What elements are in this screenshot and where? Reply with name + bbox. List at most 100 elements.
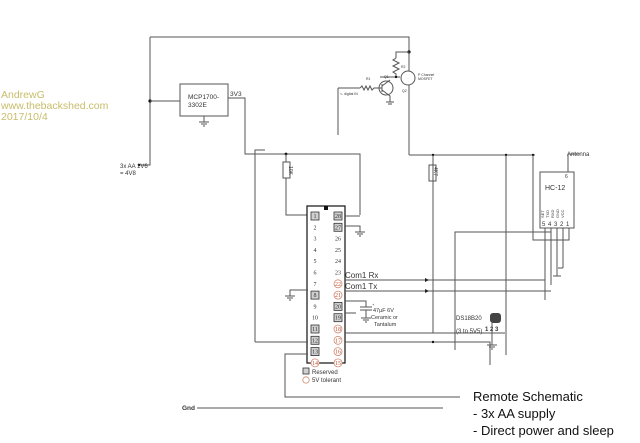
ds18b20-body — [490, 313, 501, 323]
pin1-notch — [324, 206, 328, 210]
svg-text:8: 8 — [314, 293, 317, 299]
antenna-wire — [567, 153, 580, 172]
svg-text:13: 13 — [312, 350, 318, 356]
mosfet-q2 — [400, 70, 416, 86]
svg-text:1: 1 — [314, 214, 317, 220]
svg-text:TXD: TXD — [545, 210, 550, 218]
sensor-range: (3 to 5V5) — [456, 329, 482, 335]
legend-tolerant-icon — [302, 376, 310, 384]
sensor-data-wire — [432, 155, 505, 334]
svg-text:2: 2 — [560, 222, 564, 228]
svg-text:9: 9 — [314, 304, 317, 310]
svg-text:26: 26 — [335, 237, 341, 243]
hc12-pin-numbers: 5 4 3 2 1 — [542, 222, 570, 228]
tx-label: Com1 Tx — [345, 282, 377, 291]
switch-circuit: R2 P Channel MOSFET Q2 Q1 R1 <- digital … — [337, 51, 435, 155]
mcu-pin-21: 21 — [333, 290, 343, 300]
svg-text:6: 6 — [314, 271, 317, 277]
regulator-label-2: 3302E — [188, 102, 207, 109]
mcu-pin-19: 19 — [333, 313, 343, 323]
ground-icon — [199, 116, 209, 127]
mcu-pin-18: 18 — [333, 324, 343, 334]
svg-text:+: + — [372, 302, 375, 307]
mcu-pin-22: 22 — [333, 279, 343, 289]
credit-website: www.thebackshed.com — [0, 100, 109, 112]
credit-author: AndrewG — [1, 89, 45, 101]
3v3-rail — [228, 97, 361, 215]
svg-text:GND: GND — [555, 209, 560, 218]
mcu-pin-27: 27 — [333, 222, 343, 232]
battery-label-1: 3x AA 1V6 — [120, 164, 148, 170]
svg-text:15: 15 — [335, 361, 341, 367]
pin16-wire — [345, 341, 491, 365]
svg-text:22: 22 — [335, 282, 341, 288]
mcu-pin-15: 15 — [333, 358, 343, 368]
svg-text:19: 19 — [335, 316, 341, 322]
mcu-pin-8: 8 — [310, 290, 320, 300]
hc12-pin-names: SET TXD RXD GND VCC — [540, 209, 565, 218]
mcu-pin-17: 17 — [333, 335, 343, 345]
notes-line-2: - Direct power and sleep — [473, 423, 614, 438]
mcu-pin-26: 26 — [335, 237, 341, 243]
r2-label: R2 — [401, 65, 406, 69]
svg-text:18: 18 — [335, 327, 341, 333]
svg-text:24: 24 — [335, 259, 341, 265]
mcu-pin-13: 13 — [310, 347, 320, 357]
svg-text:RXD: RXD — [550, 209, 555, 218]
resistor-10k-label: 10K — [287, 166, 293, 176]
svg-text:2: 2 — [314, 225, 317, 231]
svg-text:5: 5 — [314, 259, 317, 265]
top-supply-wire — [150, 36, 410, 52]
svg-text:16: 16 — [335, 350, 341, 356]
svg-text:11: 11 — [312, 327, 318, 333]
mcu-pin-4: 4 — [314, 248, 317, 254]
regulator-box — [179, 83, 229, 117]
hc12-pin-wires — [533, 228, 570, 285]
svg-text:27: 27 — [335, 225, 341, 231]
mcu-pin-6: 6 — [314, 271, 317, 277]
mcu-pin-28: 28 — [333, 211, 343, 221]
resistor-r1 — [359, 84, 382, 92]
mcu-pin-1: 1 — [310, 211, 320, 221]
ground-icon — [553, 255, 563, 277]
pin27-ground — [345, 225, 365, 237]
svg-text:3: 3 — [314, 237, 317, 243]
mcu-pin-16: 16 — [333, 347, 343, 357]
pin8-ground — [285, 289, 308, 301]
digital-in-label: <- digital IN — [340, 92, 358, 96]
notes-title: Remote Schematic — [473, 389, 583, 404]
svg-text:10: 10 — [312, 316, 318, 322]
mcu-pin-24: 24 — [335, 259, 341, 265]
hc12-module — [539, 171, 575, 229]
regulator-output-label: 3V3 — [230, 91, 242, 98]
mcu-pin-23: 23 — [335, 271, 341, 277]
legend-reserved-icon — [302, 367, 310, 375]
mcu-pin-25: 25 — [335, 248, 341, 254]
mcu-pin-5: 5 — [314, 259, 317, 265]
resistor-4k7-label: 4K7 — [432, 167, 438, 176]
capacitor-label-3: Tantalum — [374, 322, 397, 328]
mcu-pin-3: 3 — [314, 237, 317, 243]
mcu-pin-12: 12 — [310, 335, 320, 345]
svg-text:7: 7 — [314, 282, 317, 288]
mcu-pin-7: 7 — [314, 282, 317, 288]
mcu-pin-11: 11 — [310, 324, 320, 334]
svg-text:1: 1 — [566, 222, 570, 228]
battery-label-2: = 4V8 — [120, 171, 137, 177]
antenna-label: Antenna — [567, 152, 590, 158]
capacitor-label-2: Ceramic or — [371, 315, 398, 321]
regulator-label-1: MCP1700- — [188, 94, 219, 101]
r1-label: R1 — [366, 77, 371, 81]
gnd-label: Gnd — [182, 405, 195, 412]
rx-label: Com1 Rx — [345, 271, 378, 280]
svg-text:5: 5 — [542, 222, 546, 228]
mcu-pin-2: 2 — [314, 225, 317, 231]
legend-reserved: Reserved — [312, 370, 338, 376]
mcu-pin-10: 10 — [312, 316, 318, 322]
svg-text:17: 17 — [335, 338, 341, 344]
mosfet-label-1: P Channel — [418, 73, 435, 77]
signal-arrows — [425, 278, 429, 293]
svg-text:12: 12 — [312, 338, 318, 344]
svg-text:VCC: VCC — [560, 209, 565, 218]
